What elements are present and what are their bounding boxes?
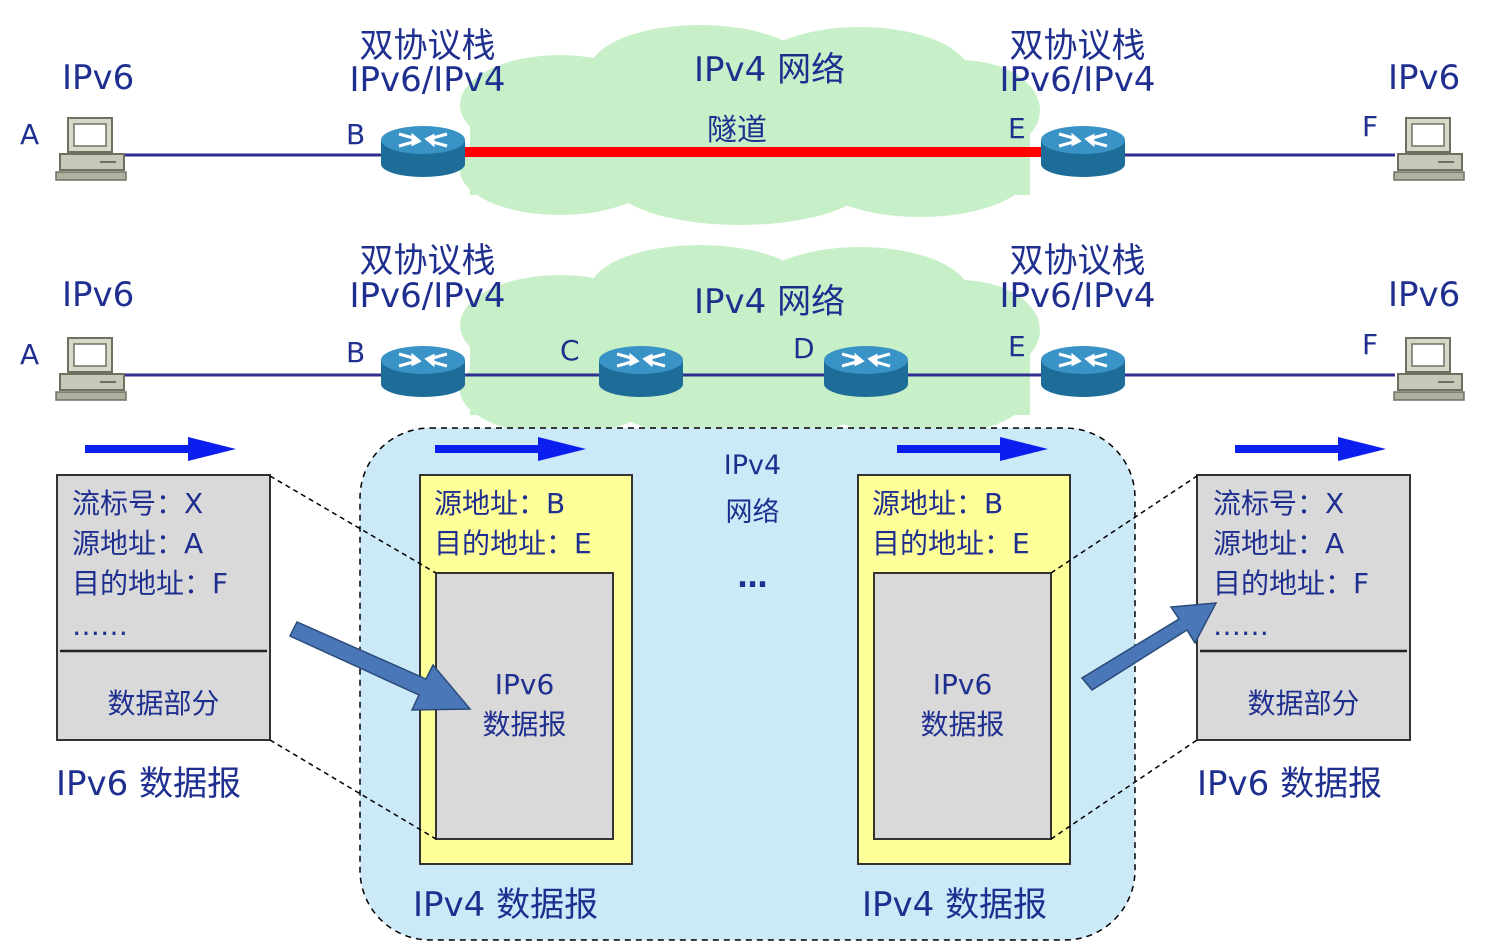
tunnel-label: 隧道	[707, 113, 767, 148]
ipv4-left-inner-line1: IPv6	[494, 668, 555, 701]
bottom-left-stack-label: 双协议栈	[359, 241, 496, 281]
host-a-top-icon	[55, 117, 127, 181]
ipv6-right-packet	[1196, 474, 1411, 741]
top-right-stack-label: 双协议栈	[1009, 26, 1146, 66]
top-cloud-label: IPv4 网络	[694, 50, 846, 90]
bottom-node-b: B	[346, 336, 366, 369]
ipv6-right-field-more: ……	[1213, 609, 1269, 642]
ipv4-right-field-dst: 目的地址：E	[872, 527, 1030, 560]
dashed-connectors	[269, 475, 1198, 840]
bottom-host-a-proto: IPv6	[62, 275, 135, 315]
ipv4-left-inner-line2: 数据报	[482, 708, 567, 741]
ipv4-right-inner-line1: IPv6	[932, 668, 993, 701]
ipv4-left-field-src: 源地址：B	[434, 487, 566, 520]
ipv4-region-label-2: 网络	[725, 497, 780, 528]
bottom-right-stack-label: 双协议栈	[1009, 241, 1146, 281]
top-node-f: F	[1362, 110, 1379, 143]
ipv6-left-caption: IPv6 数据报	[56, 764, 242, 804]
bottom-node-d: D	[793, 332, 815, 365]
top-node-a: A	[20, 118, 40, 151]
router-c-bottom	[597, 344, 685, 399]
bottom-node-c: C	[560, 334, 580, 367]
top-right-stack-proto: IPv6/IPv4	[999, 60, 1156, 100]
ipv4-region-ellipsis: …	[737, 560, 768, 595]
decapsulate-arrow	[1080, 602, 1218, 691]
top-left-stack-proto: IPv6/IPv4	[349, 60, 506, 100]
ipv6-right-field-dst: 目的地址：F	[1213, 567, 1370, 600]
top-left-stack-label: 双协议栈	[359, 26, 496, 66]
ipv4-left-caption: IPv4 数据报	[413, 885, 599, 925]
ipv6-left-field-flow: 流标号：X	[72, 487, 204, 520]
encapsulate-arrow	[288, 621, 472, 711]
top-node-b: B	[346, 118, 366, 151]
bottom-node-f: F	[1362, 328, 1379, 361]
host-f-top-icon	[1393, 117, 1465, 181]
ipv6-right-data-part: 数据部分	[1247, 687, 1360, 720]
bottom-ipv4-cloud	[460, 245, 1040, 440]
ipv4-left-field-dst: 目的地址：E	[434, 527, 592, 560]
top-host-a-proto: IPv6	[62, 58, 135, 98]
top-node-e: E	[1008, 112, 1026, 145]
bottom-cloud-label: IPv4 网络	[694, 282, 846, 322]
bottom-host-f-proto: IPv6	[1388, 275, 1461, 315]
ipv4-right-caption: IPv4 数据报	[862, 885, 1048, 925]
bottom-right-stack-proto: IPv6/IPv4	[999, 276, 1156, 316]
ipv6-left-field-more: ……	[72, 609, 128, 642]
router-b-bottom	[379, 344, 467, 399]
ipv6-left-packet	[56, 474, 271, 741]
ipv6-left-field-dst: 目的地址：F	[72, 567, 229, 600]
ipv6-right-caption: IPv6 数据报	[1197, 764, 1383, 804]
ipv6-left-data-part: 数据部分	[107, 687, 220, 720]
ipv4-region-label-1: IPv4	[723, 450, 782, 481]
bottom-node-a: A	[20, 338, 40, 371]
router-b-top	[379, 124, 467, 179]
host-a-bottom-icon	[55, 337, 127, 401]
router-d-bottom	[822, 344, 910, 399]
bottom-left-stack-proto: IPv6/IPv4	[349, 276, 506, 316]
ipv6-left-field-src: 源地址：A	[72, 527, 204, 560]
bottom-node-e: E	[1008, 330, 1026, 363]
ipv4-right-field-src: 源地址：B	[872, 487, 1004, 520]
top-ipv4-cloud	[460, 25, 1040, 225]
router-e-bottom	[1039, 344, 1127, 399]
ipv6-right-field-src: 源地址：A	[1213, 527, 1345, 560]
flow-arrows	[85, 437, 1386, 461]
ipv4-right-inner-line2: 数据报	[920, 708, 1005, 741]
top-host-f-proto: IPv6	[1388, 58, 1461, 98]
host-f-bottom-icon	[1393, 337, 1465, 401]
ipv4-right-inner-ipv6	[873, 572, 1052, 840]
router-e-top	[1039, 124, 1127, 179]
ipv6-right-field-flow: 流标号：X	[1213, 487, 1345, 520]
